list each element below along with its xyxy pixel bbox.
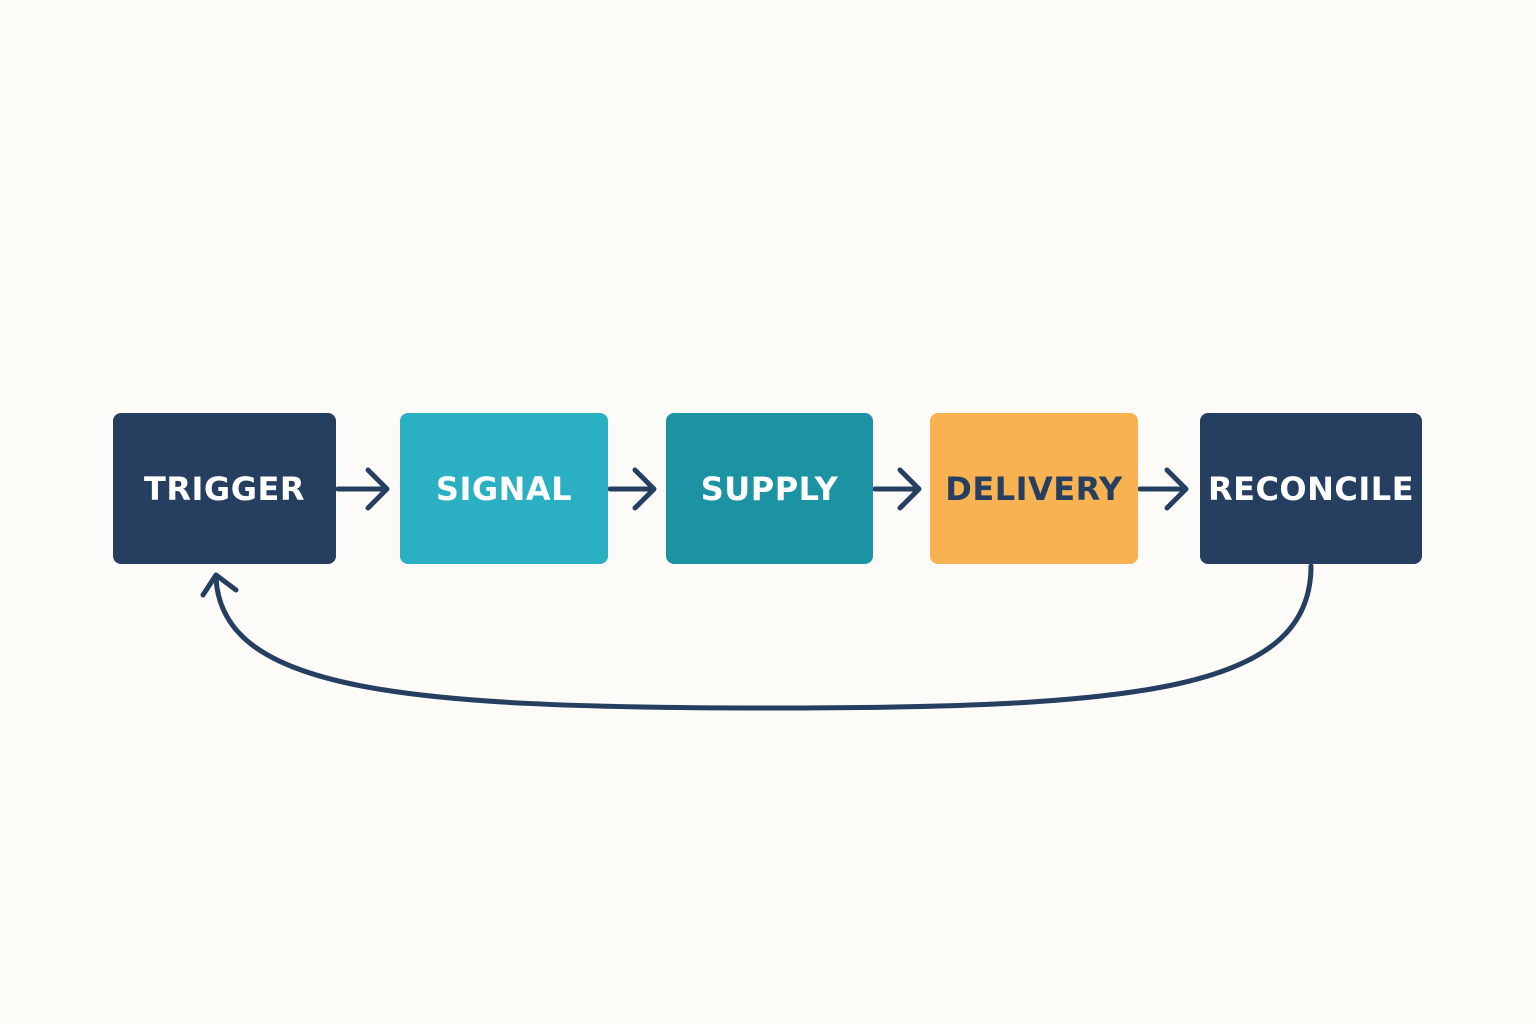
node-delivery-label: DELIVERY bbox=[945, 469, 1123, 508]
node-supply: SUPPLY bbox=[666, 413, 873, 564]
arrow-reconcile-to-trigger-loop bbox=[200, 563, 1314, 711]
node-signal-label: SIGNAL bbox=[435, 469, 573, 508]
node-trigger: TRIGGER bbox=[113, 413, 336, 564]
arrow-trigger-to-signal bbox=[335, 467, 390, 511]
arrow-supply-to-delivery bbox=[872, 467, 922, 511]
node-trigger-label: TRIGGER bbox=[144, 469, 305, 508]
node-delivery: DELIVERY bbox=[930, 413, 1138, 564]
node-reconcile-label: RECONCILE bbox=[1207, 469, 1415, 508]
arrow-delivery-to-reconcile bbox=[1137, 467, 1189, 511]
node-reconcile: RECONCILE bbox=[1200, 413, 1422, 564]
arrow-signal-to-supply bbox=[607, 467, 657, 511]
node-supply-label: SUPPLY bbox=[700, 469, 839, 508]
node-signal: SIGNAL bbox=[400, 413, 608, 564]
